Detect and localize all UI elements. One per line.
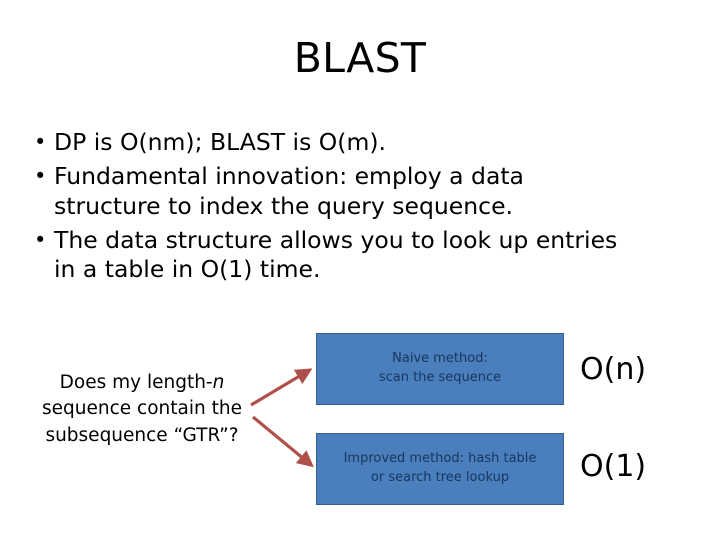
list-item-text: The data structure allows you to look up… <box>54 225 618 284</box>
question-line1-italic-n: n <box>212 372 225 393</box>
bullet-list: • DP is O(nm); BLAST is O(m). • Fundamen… <box>34 128 624 289</box>
list-item: • Fundamental innovation: employ a data … <box>34 162 624 222</box>
method-box-naive-line2: scan the sequence <box>378 370 502 385</box>
list-item: • The data structure allows you to look … <box>34 226 624 286</box>
arrow-to-naive-icon <box>250 368 313 407</box>
page-title: BLAST <box>293 34 427 82</box>
question-line1-prefix: Does my length- <box>59 372 213 393</box>
question-caption: Does my length-n sequence contain the su… <box>26 370 258 449</box>
list-item-text: Fundamental innovation: employ a data st… <box>54 161 524 220</box>
complexity-label-improved: O(1) <box>580 449 647 484</box>
question-line3: subsequence “GTR”? <box>45 424 239 446</box>
bullet-dot-icon: • <box>34 227 47 252</box>
question-line2: sequence contain the <box>42 398 242 420</box>
method-box-improved-line1: Improved method: hash table <box>343 451 537 467</box>
bullet-dot-icon: • <box>34 130 47 154</box>
list-item-text: DP is O(nm); BLAST is O(m). <box>54 128 386 156</box>
method-box-naive-line1: Naive method: <box>392 351 488 367</box>
method-box-improved: Improved method: hash table or search tr… <box>316 433 564 505</box>
complexity-label-naive: O(n) <box>580 352 647 387</box>
method-box-improved-line2: or search tree lookup <box>370 470 510 485</box>
method-box-naive: Naive method: scan the sequence <box>316 333 564 405</box>
list-item: • DP is O(nm); BLAST is O(m). <box>34 128 624 158</box>
bullet-dot-icon: • <box>34 163 47 188</box>
arrow-to-improved-icon <box>251 415 314 468</box>
